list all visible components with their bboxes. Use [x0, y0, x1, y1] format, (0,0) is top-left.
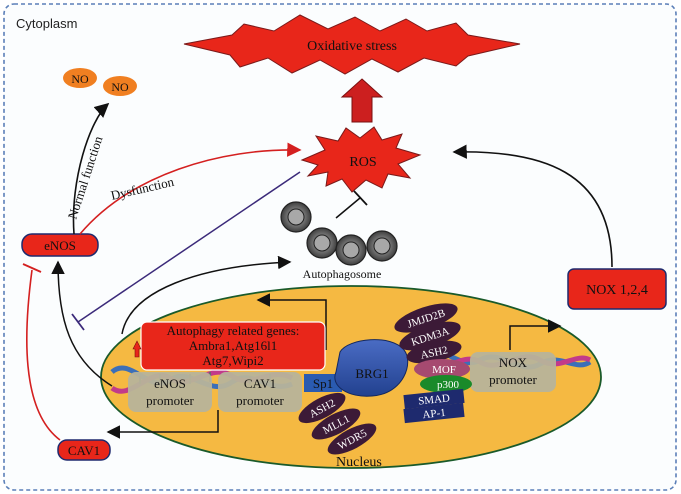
oxidative-stress-label: Oxidative stress — [307, 39, 397, 54]
no-label-1: NO — [71, 72, 89, 86]
enos-promoter-box — [128, 372, 212, 412]
genes-line-2: Ambra1,Atg16l1 — [189, 338, 277, 353]
nox-promoter-box — [470, 352, 556, 392]
ash2-top-oval — [406, 340, 462, 364]
smad-box — [403, 388, 465, 410]
ros-inhibition-line — [77, 171, 301, 323]
cav1-promoter-label-1: CAV1 — [244, 376, 276, 391]
autophagy-genes-box — [140, 321, 326, 371]
dysfunction-arrow — [79, 142, 302, 235]
cav1-inhibition-line — [25, 269, 61, 441]
autophagy-inhibition-bar — [353, 190, 368, 206]
enos-promoter-label-2: promoter — [146, 393, 194, 408]
ash2-bottom-oval — [298, 392, 346, 424]
p300-oval — [420, 375, 472, 393]
wdr5-oval — [327, 423, 377, 455]
sp1-label: Sp1 — [313, 376, 333, 391]
enos-promoter-arrow — [51, 260, 113, 387]
cytoplasm-label: Cytoplasm — [16, 16, 77, 31]
cav1-promoter-label-2: promoter — [236, 393, 284, 408]
mof-label: MOF — [432, 364, 456, 376]
ros-inhibition-bar — [71, 313, 85, 331]
ros-to-stress-arrow — [340, 78, 384, 123]
no-label-2: NO — [111, 80, 129, 94]
cav1-promoter-arrow — [106, 410, 219, 439]
nox-label: NOX 1,2,4 — [586, 283, 648, 298]
ap1-box — [403, 402, 465, 424]
enos-box — [21, 233, 99, 257]
nox-promoter-label-1: NOX — [499, 355, 528, 370]
genes-line-1: Autophagy related genes: — [167, 323, 300, 338]
brg1-label: BRG1 — [355, 366, 388, 381]
autophagosome-label: Autophagosome — [303, 267, 382, 281]
cav1-inhibition-bar — [22, 263, 42, 273]
autophagosome-cluster — [280, 201, 398, 266]
enos-promoter-label-1: eNOS — [154, 376, 186, 391]
oxidative-stress-burst — [183, 14, 521, 75]
enos-label: eNOS — [44, 238, 76, 253]
ros-burst — [300, 126, 422, 193]
sp1-box — [304, 374, 342, 392]
no-molecule-2 — [103, 76, 137, 96]
no-molecule-1 — [63, 68, 97, 88]
p300-label: p300 — [437, 379, 460, 391]
upregulation-arrow — [132, 340, 142, 358]
cav1-label: CAV1 — [68, 443, 100, 458]
nox-promoter-arrow — [509, 319, 562, 350]
kdm3a-oval — [399, 321, 461, 351]
brg1-shape — [334, 339, 409, 397]
cav1-promoter-box — [218, 372, 302, 412]
mof-oval — [414, 359, 470, 379]
ap1-label: AP-1 — [422, 407, 446, 421]
nucleus-label: Nucleus — [336, 455, 382, 470]
nox-to-ros-arrow — [452, 144, 613, 268]
cav1-box — [57, 439, 111, 461]
nox-box — [567, 268, 667, 310]
transcription-arrow — [256, 293, 327, 350]
normal-function-arrow — [72, 102, 110, 235]
genes-line-3: Atg7,Wipi2 — [202, 353, 263, 368]
ash2-top-label: ASH2 — [420, 344, 449, 361]
genes-to-autophagosome-arrow — [121, 255, 292, 335]
nox-promoter-label-2: promoter — [489, 372, 537, 387]
jmjd2b-oval — [394, 303, 458, 333]
autophagy-inhibition-line — [335, 197, 361, 219]
mll1-oval — [311, 408, 361, 440]
smad-label: SMAD — [418, 392, 451, 407]
ros-label: ROS — [349, 155, 376, 170]
